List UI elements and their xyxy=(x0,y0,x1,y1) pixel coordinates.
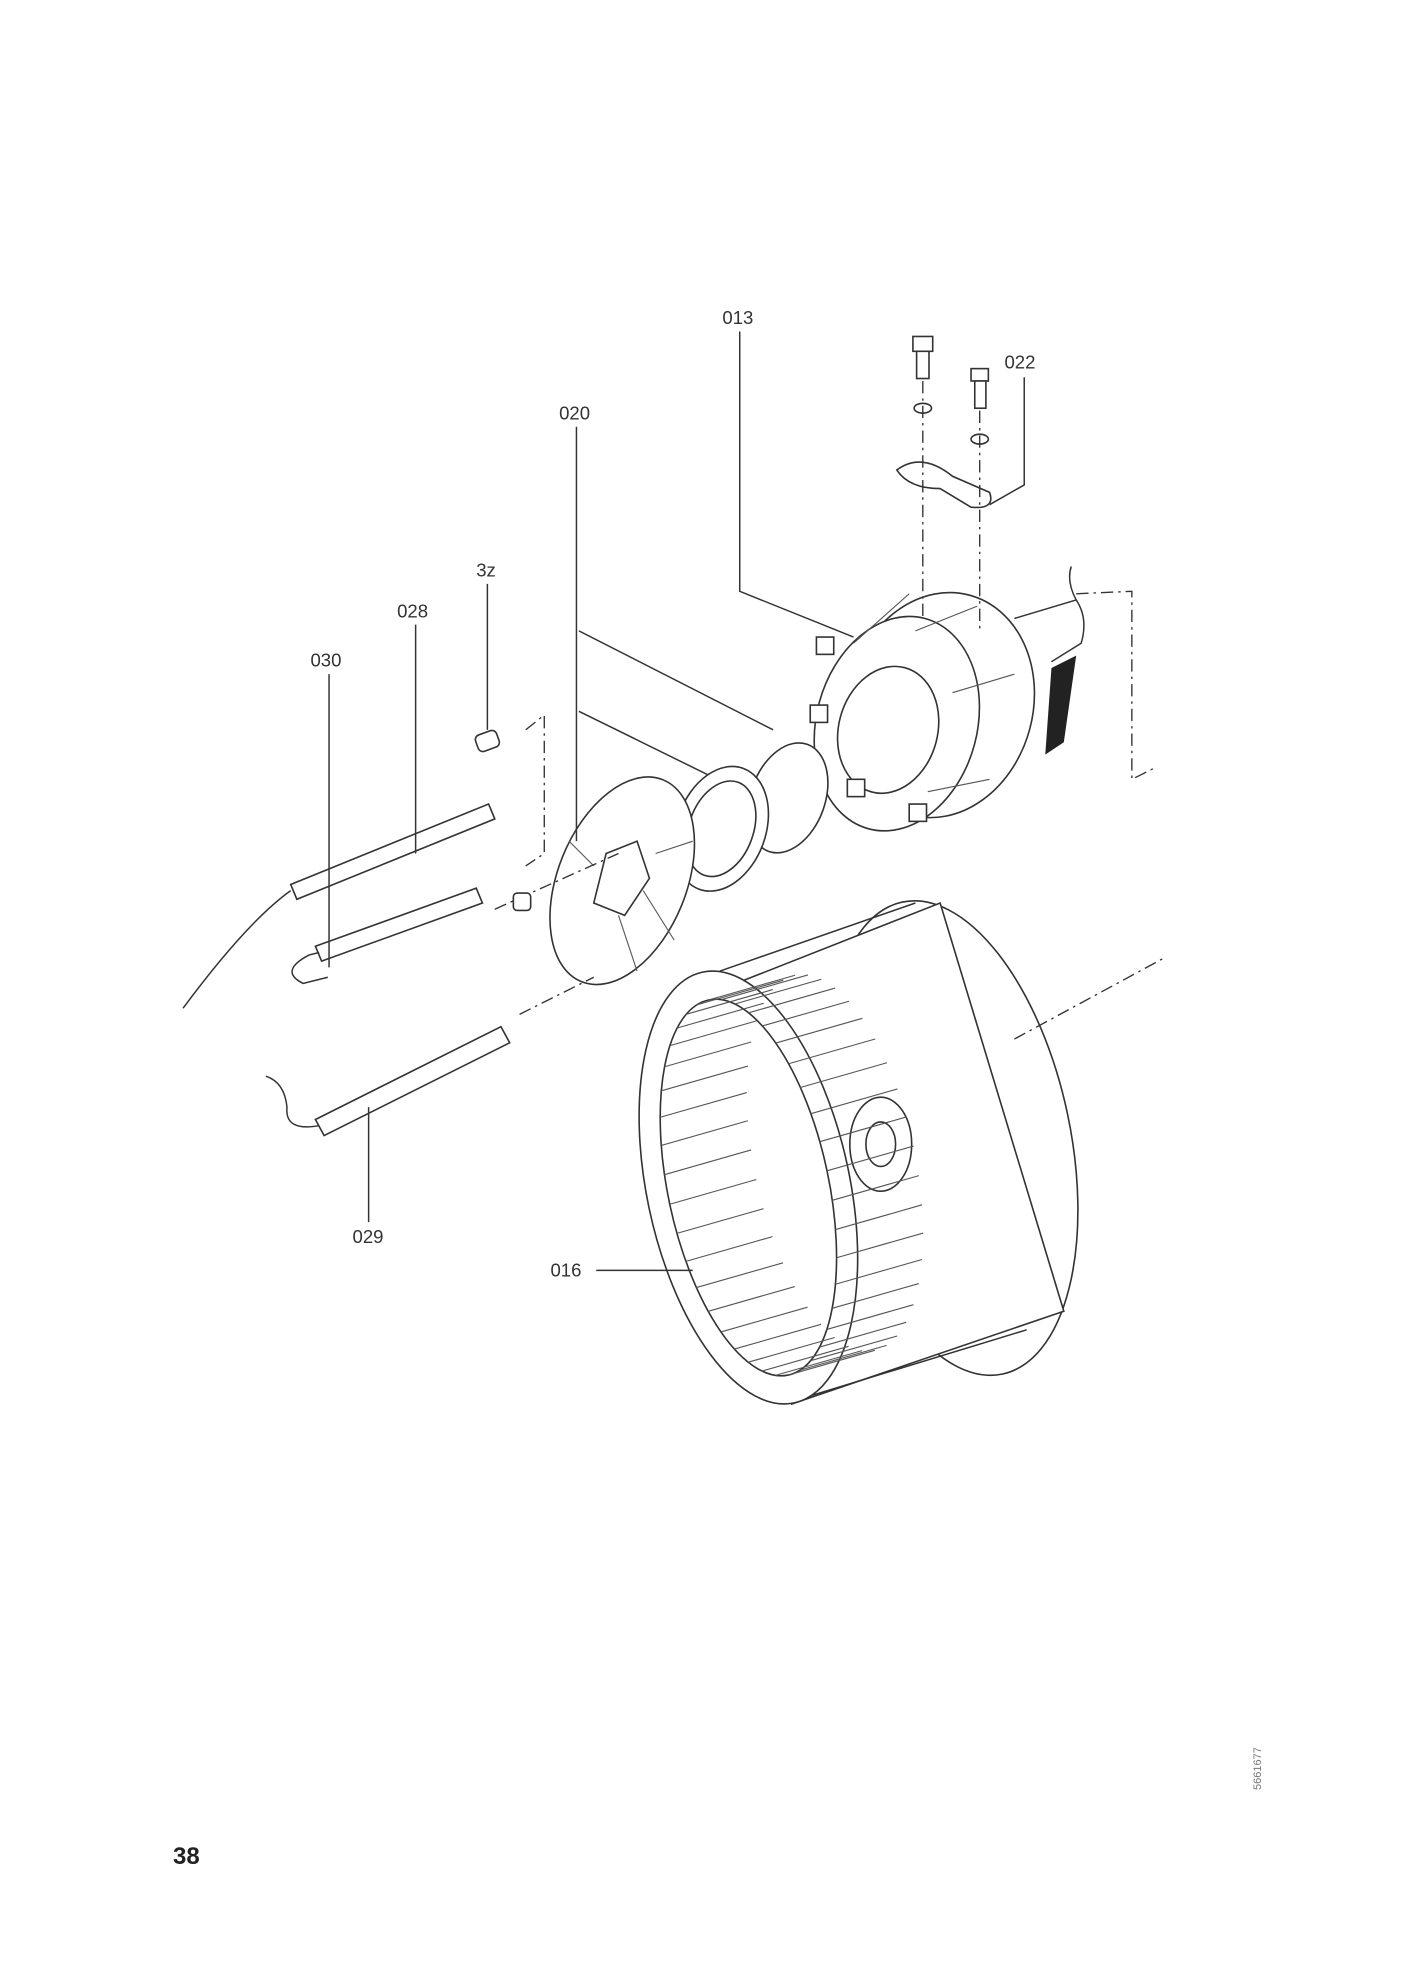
bolts-022 xyxy=(895,335,992,631)
label-030: 030 xyxy=(310,650,341,671)
electrode-029 xyxy=(265,1025,511,1137)
fan-blade xyxy=(832,1175,920,1201)
fan-blade xyxy=(775,1017,863,1044)
fan-blade xyxy=(799,1344,887,1371)
fan-blade xyxy=(832,1283,919,1309)
fan-blade xyxy=(708,1286,795,1312)
label-028: 028 xyxy=(397,600,428,621)
electrode-030 xyxy=(291,887,532,985)
fan-blade xyxy=(748,987,836,1014)
fan-blade xyxy=(810,1088,898,1115)
fan-blade xyxy=(734,1323,822,1350)
fan-blade xyxy=(661,1065,749,1092)
fan-blade xyxy=(762,1000,850,1027)
fan-wheel-016 xyxy=(638,900,1079,1406)
sealing-ring xyxy=(673,765,770,892)
fan-blade xyxy=(788,1349,875,1376)
fan-blade xyxy=(669,1020,757,1047)
fan-blade xyxy=(664,1149,752,1176)
fan-blade xyxy=(826,1304,914,1330)
fan-blade xyxy=(761,1345,849,1372)
fan-blade xyxy=(810,1335,898,1362)
fan-blade xyxy=(835,1258,923,1285)
label-029: 029 xyxy=(353,1226,384,1247)
label-020: 020 xyxy=(559,402,590,423)
fan-blade xyxy=(721,974,809,1001)
fan-blade xyxy=(677,1002,764,1029)
blast-tube xyxy=(578,566,1157,793)
label-022: 022 xyxy=(1004,352,1035,373)
fan-blade xyxy=(800,1062,888,1089)
label-3z: 3z xyxy=(476,559,496,580)
fan-blade xyxy=(788,1038,876,1065)
fan-blade xyxy=(696,979,784,1006)
fan-blade xyxy=(660,1091,747,1118)
fan-blade xyxy=(708,974,796,1001)
fan-blade xyxy=(685,1236,773,1262)
fan-blade xyxy=(836,1232,924,1259)
fan-blade xyxy=(819,1321,907,1348)
flange-013 xyxy=(809,591,1036,832)
label-016: 016 xyxy=(550,1260,581,1281)
fan-blade xyxy=(676,1208,764,1234)
page-number: 38 xyxy=(173,1843,200,1870)
fan-blade xyxy=(775,1350,863,1376)
fan-blade xyxy=(734,978,822,1005)
drawing-reference: 5661677 xyxy=(1252,1747,1264,1790)
fan-blade xyxy=(835,1204,923,1231)
fan-blade xyxy=(720,1306,808,1333)
fan-blade xyxy=(686,989,773,1015)
fan-blade xyxy=(826,1145,914,1172)
fan-blade xyxy=(748,1336,835,1363)
leader-lines xyxy=(328,331,1025,1272)
fan-blade xyxy=(696,1262,784,1289)
fan-blade xyxy=(819,1116,907,1143)
electrode-028 xyxy=(182,803,496,1009)
label-013: 013 xyxy=(722,307,753,328)
screw-3z xyxy=(474,729,501,753)
baffle-plate-020 xyxy=(549,776,696,986)
fan-blade xyxy=(661,1120,749,1146)
fan-blade xyxy=(664,1041,752,1068)
fan-blade xyxy=(669,1178,757,1205)
